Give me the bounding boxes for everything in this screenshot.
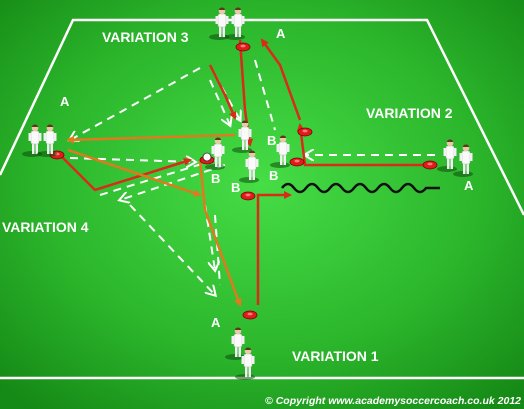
variation-4-label: VARIATION 4 [2,219,89,235]
player-b-label: B [231,180,240,195]
pitch-lines [0,18,524,380]
player-a-label: A [211,315,221,330]
cone-icon [240,191,256,201]
player-a-label: A [60,94,70,109]
variation-2-label: VARIATION 2 [366,105,453,121]
cone-icon [422,160,438,170]
variation-1-label: VARIATION 1 [292,348,379,364]
copyright-text: © Copyright www.academysoccercoach.co.uk… [265,395,521,407]
player-b-label: B [269,168,278,183]
cone-icon [242,310,258,320]
ball-pass-arrows [66,133,242,307]
cone-icon [289,157,305,167]
player-b-label: B [267,133,276,148]
cone-icon [235,42,251,52]
ball-icon [202,152,212,162]
player-a-label: A [276,26,286,41]
variation-3-label: VARIATION 3 [102,29,189,45]
player-b-label: B [211,171,220,186]
player-a-label: A [464,178,474,193]
dribble-path [281,182,440,194]
cone-icon [297,127,313,137]
